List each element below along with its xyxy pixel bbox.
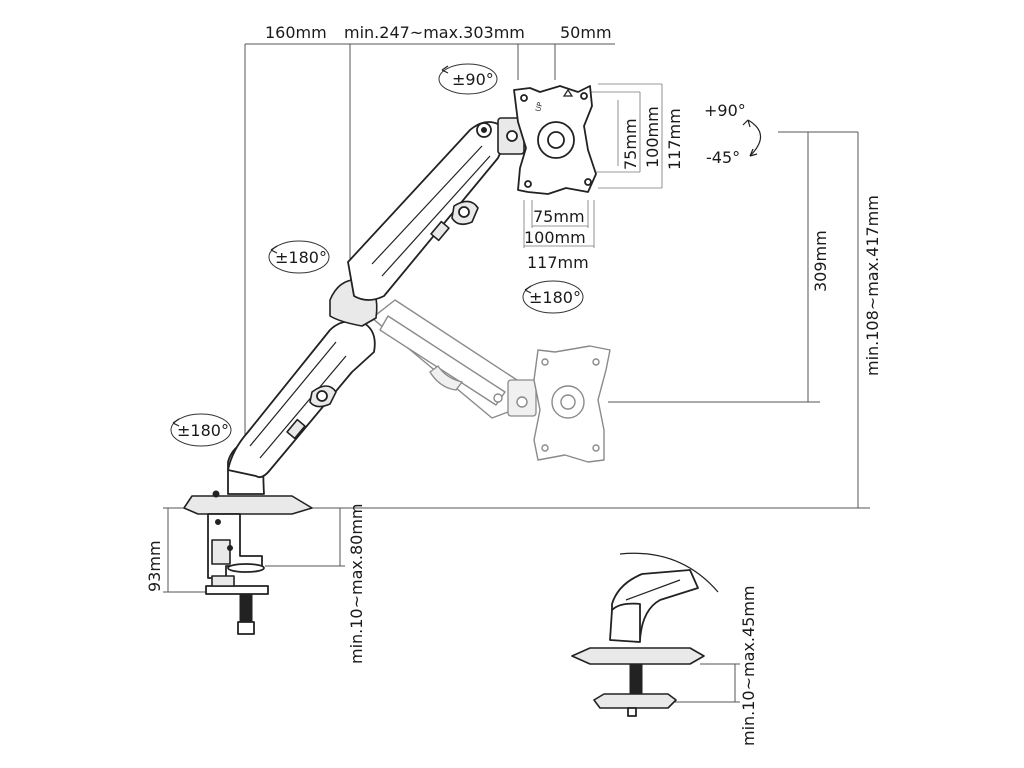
vesa-v-75-label: 75mm	[621, 118, 640, 170]
rotation-badge-plate: ±90°	[438, 63, 498, 95]
monitor-arm: UP	[183, 85, 597, 515]
upper-arm	[347, 121, 507, 301]
plate-offset-label: 50mm	[560, 23, 612, 42]
tilt-down-label: -45°	[706, 148, 740, 167]
rotation-badge-head: ±180°	[522, 280, 584, 314]
vesa-v-117-label: 117mm	[665, 108, 684, 170]
dimension-labels: 160mm min.247~max.303mm 50mm 75mm 100mm …	[145, 23, 882, 746]
rotation-badge-upper: ±180°	[268, 240, 330, 274]
head-swivel-label: ±180°	[529, 288, 581, 307]
lowered-arm-ghost	[371, 299, 611, 463]
tilt-up-label: +90°	[704, 101, 746, 120]
vesa-up-label: UP	[534, 101, 544, 112]
upper-swivel-label: ±180°	[275, 248, 327, 267]
vesa-h-117-label: 117mm	[527, 253, 589, 272]
desk-clamp	[205, 513, 269, 635]
width-offset-label: 160mm	[265, 23, 327, 42]
height-range-label: min.108~max.417mm	[863, 195, 882, 376]
grommet-desk-range-label: min.10~max.45mm	[739, 586, 758, 747]
extension-range-label: min.247~max.303mm	[344, 23, 525, 42]
lower-arm	[227, 320, 376, 479]
clamp-height-label: 93mm	[145, 540, 164, 592]
base-swivel-label: ±180°	[177, 421, 229, 440]
grommet-inset	[571, 552, 719, 717]
tilt-indicator: +90° -45°	[704, 101, 762, 167]
vertical-travel-label: 309mm	[811, 230, 830, 292]
rotation-badge-base: ±180°	[170, 413, 232, 447]
vesa-h-100-label: 100mm	[524, 228, 586, 247]
plate-rotate-label: ±90°	[452, 70, 494, 89]
clamp-base-plate	[183, 495, 313, 515]
clamp-desk-range-label: min.10~max.80mm	[347, 504, 366, 665]
vesa-h-75-label: 75mm	[533, 207, 585, 226]
vesa-v-100-label: 100mm	[643, 106, 662, 168]
